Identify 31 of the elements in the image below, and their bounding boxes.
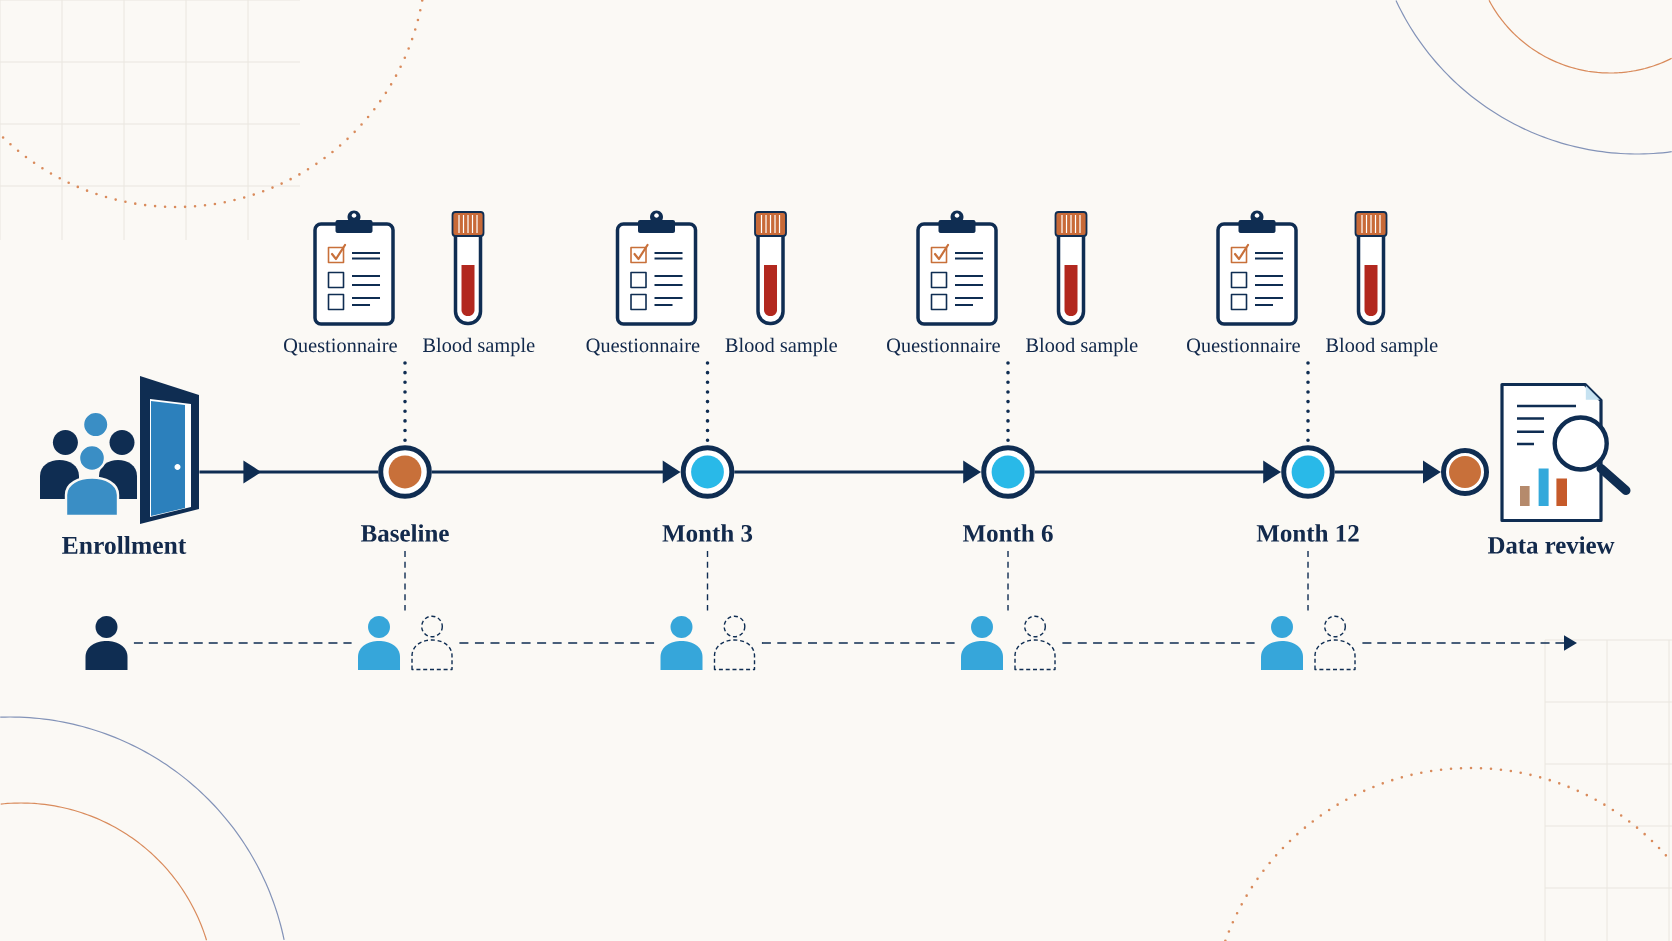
dashed-line [761,642,956,644]
milestone-label: Baseline [360,524,449,542]
person-outline-icon [1014,615,1056,671]
dotted-line [1306,361,1310,442]
person-outline-icon [1314,615,1356,671]
dotted-line [1006,361,1010,442]
person-icon [961,616,1003,670]
person-icon [1261,616,1303,670]
icon-label: Questionnaire [1187,338,1300,356]
person-icon [660,616,703,670]
icon-label: Blood sample [423,337,535,357]
dotted-line [705,361,710,442]
icon-label: Questionnaire [284,338,397,356]
milestone-label: Month 6 [962,524,1053,542]
icon-label: Enrollment [62,536,187,554]
milestone-label: Month 12 [1256,524,1359,542]
icon-label: Questionnaire [586,338,700,356]
person-icon [358,616,400,670]
person-outline-icon [713,615,756,671]
icon-label: Questionnaire [887,338,1000,356]
icon-label: Blood sample [725,337,837,357]
person-icon [85,616,128,670]
dashed-line [458,642,655,644]
person-outline-icon [411,615,453,671]
dashed-arrow [1361,635,1577,651]
dashed-line [1061,642,1256,644]
dashed-line [133,642,353,644]
icon-label: Blood sample [1026,337,1138,357]
icon-label: Data review [1488,536,1615,554]
milestone-label: Month 3 [662,524,753,542]
icon-label: Blood sample [1326,337,1438,357]
